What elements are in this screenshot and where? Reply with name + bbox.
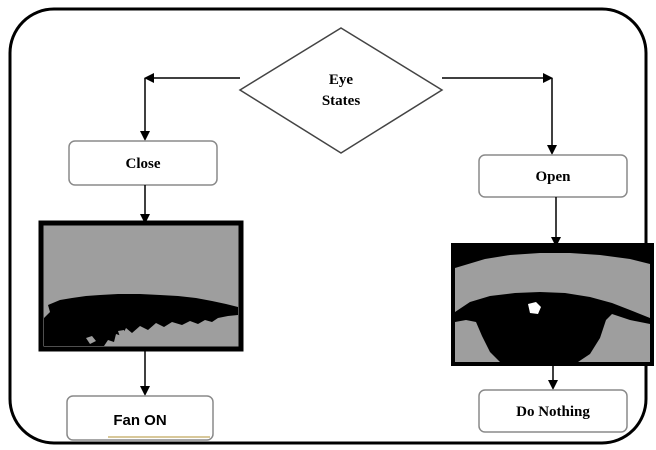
close-state-label: Close — [126, 156, 161, 172]
open-state-box — [478, 154, 628, 198]
fan-on-label: Fan ON — [113, 412, 166, 429]
do-nothing-box — [478, 389, 628, 433]
open-state-label: Open — [535, 169, 571, 185]
outer-frame — [8, 7, 648, 445]
decision-label-line1: Eye — [329, 72, 354, 88]
decision-label-line2: States — [322, 93, 360, 109]
open-eye-image — [451, 243, 654, 366]
pupil-highlight — [528, 302, 541, 314]
close-state-box — [68, 140, 218, 186]
do-nothing-label: Do Nothing — [516, 404, 590, 420]
closed-eye-image — [38, 220, 244, 352]
fan-on-box — [66, 395, 214, 441]
decision-diamond — [238, 27, 444, 154]
